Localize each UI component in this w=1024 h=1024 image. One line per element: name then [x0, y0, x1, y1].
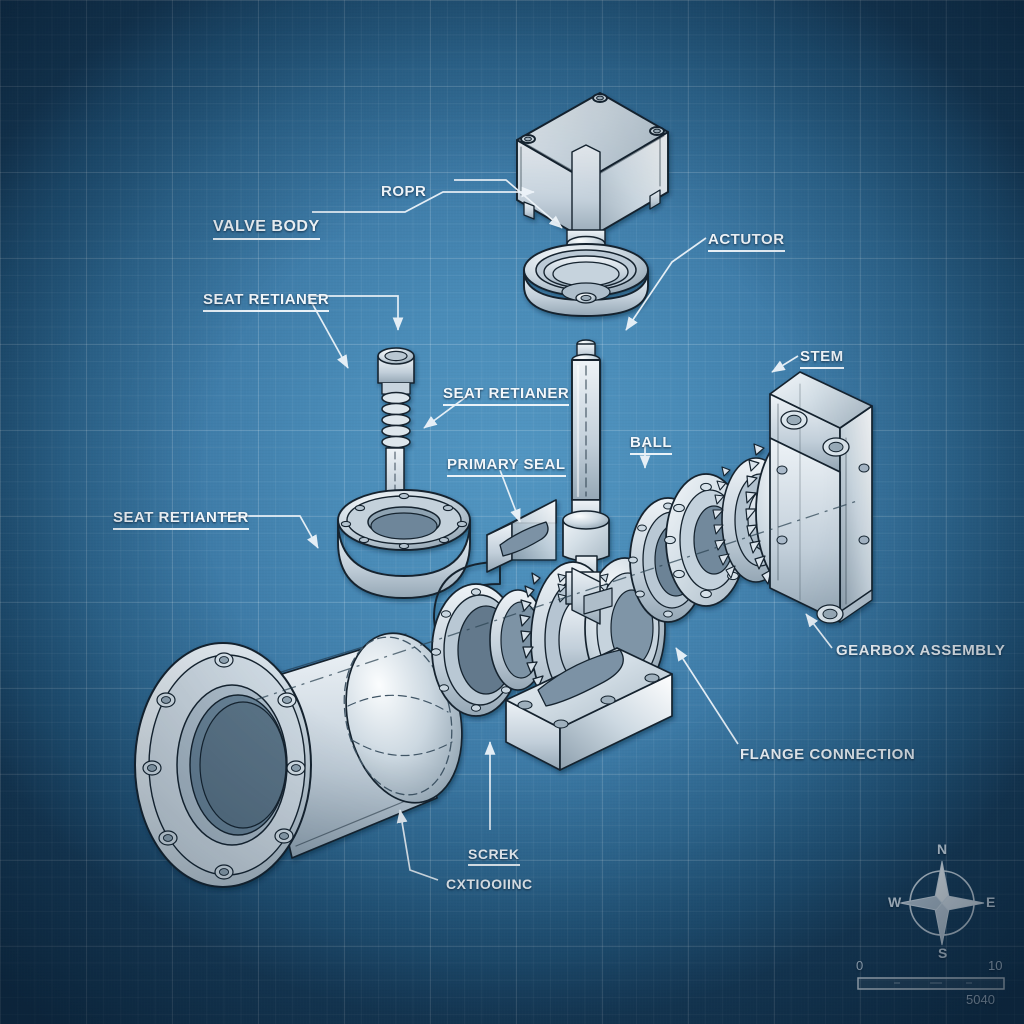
vignette-overlay [0, 0, 1024, 1024]
blueprint-canvas: ROPRVALVE BODYACTUTORSEAT RETIANERSTEMSE… [0, 0, 1024, 1024]
